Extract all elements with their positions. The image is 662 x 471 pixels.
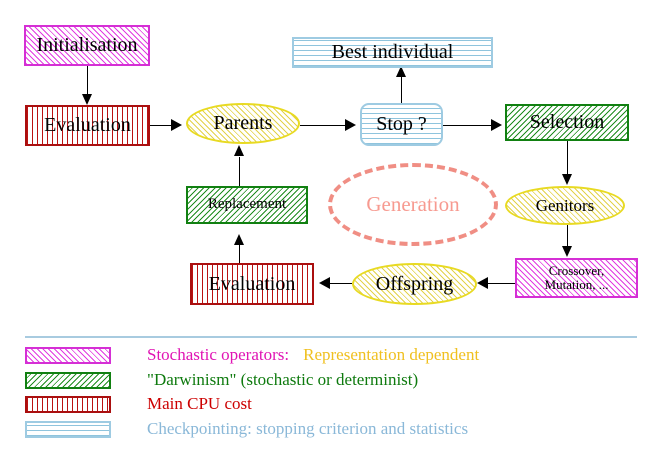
edge-eval-to-parents (150, 125, 178, 126)
node-offspring[interactable]: Offspring (352, 263, 477, 305)
legend-row-darwinism: "Darwinism" (stochastic or determinist) (25, 369, 645, 391)
edge-offspring-to-eval (330, 283, 352, 284)
arrowhead-genitors-to-crossover (562, 246, 572, 257)
arrowhead-parents-to-stop (345, 119, 356, 131)
node-generation-boundary: Generation (328, 163, 498, 246)
node-evaluation-bottom[interactable]: Evaluation (190, 263, 314, 305)
node-initialisation[interactable]: Initialisation (24, 25, 150, 66)
edge-eval-to-replacement (239, 237, 240, 265)
legend-label-checkpointing: Checkpointing: stopping criterion and st… (147, 419, 469, 438)
node-best-individual-label: Best individual (331, 41, 454, 63)
arrowhead-replacement-to-parents (234, 145, 244, 156)
legend-swatch-red-vertical-hatch (25, 395, 111, 413)
node-stop[interactable]: Stop ? (360, 103, 443, 146)
node-genitors[interactable]: Genitors (505, 186, 625, 225)
arrowhead-stop-to-selection (491, 119, 502, 131)
edge-crossover-to-offspring (487, 283, 515, 284)
node-stop-label: Stop ? (376, 113, 427, 135)
node-offspring-label: Offspring (375, 272, 454, 295)
edge-selection-to-genitors (567, 141, 568, 176)
node-evaluation-top[interactable]: Evaluation (25, 105, 150, 146)
legend-label-darwinism: "Darwinism" (stochastic or determinist) (147, 370, 419, 389)
legend-swatch-blue-horizontal-hatch (25, 420, 111, 438)
node-replacement-label: Replacement (207, 196, 287, 213)
node-initialisation-label: Initialisation (36, 34, 138, 56)
edge-parents-to-stop (300, 125, 352, 126)
legend-row-stochastic: Stochastic operators: Representation dep… (25, 344, 645, 366)
edge-init-to-eval (87, 66, 88, 96)
node-crossover-mutation[interactable]: Crossover, Mutation, ... (515, 258, 638, 298)
edge-stop-to-best (401, 68, 402, 106)
legend-swatch-magenta-diagonal-hatch (25, 346, 111, 364)
node-genitors-label: Genitors (535, 195, 595, 215)
edge-genitors-to-crossover (567, 225, 568, 247)
node-crossover-line1: Crossover, (548, 263, 605, 279)
node-selection[interactable]: Selection (505, 104, 629, 141)
node-selection-label: Selection (529, 111, 605, 133)
arrowhead-stop-to-best (396, 66, 406, 77)
legend-row-cpu-cost: Main CPU cost (25, 393, 645, 415)
node-replacement[interactable]: Replacement (186, 186, 308, 224)
arrowhead-eval-to-parents (171, 119, 182, 131)
legend-label-stochastic: Stochastic operators: (147, 345, 290, 364)
node-best-individual[interactable]: Best individual (292, 37, 493, 68)
node-crossover-line2: Mutation, ... (544, 277, 609, 292)
node-evaluation-top-label: Evaluation (44, 114, 131, 136)
edge-replacement-to-parents (239, 157, 240, 186)
legend-label-representation-dependent: Representation dependent (303, 345, 480, 364)
node-parents-label: Parents (213, 112, 273, 134)
node-parents[interactable]: Parents (186, 103, 300, 144)
legend-divider (25, 336, 637, 338)
legend-row-checkpointing: Checkpointing: stopping criterion and st… (25, 418, 645, 440)
legend: Stochastic operators: Representation dep… (0, 336, 662, 456)
arrowhead-init-to-eval (82, 94, 92, 105)
arrowhead-selection-to-genitors (562, 174, 572, 185)
arrowhead-eval-to-replacement (234, 234, 244, 245)
edge-stop-to-selection (443, 125, 498, 126)
node-generation-label: Generation (366, 192, 460, 216)
node-evaluation-bottom-label: Evaluation (208, 272, 296, 295)
arrowhead-offspring-to-eval (319, 277, 330, 289)
arrowhead-crossover-to-offspring (477, 277, 488, 289)
legend-label-main-cpu-cost: Main CPU cost (147, 394, 252, 413)
legend-swatch-green-diagonal-hatch (25, 371, 111, 389)
